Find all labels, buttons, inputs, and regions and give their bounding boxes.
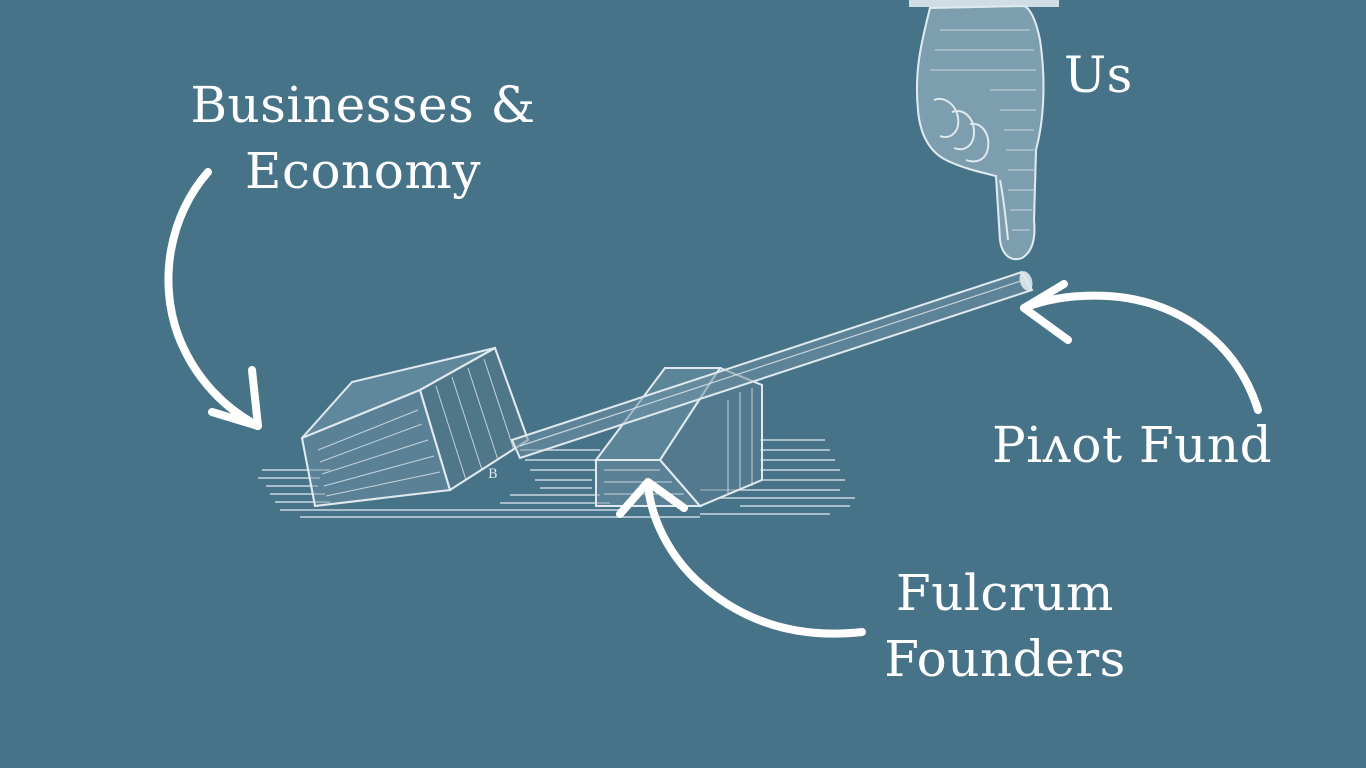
label-fulcrum-line: Fulcrum bbox=[860, 560, 1150, 626]
label-economy-line: Economy bbox=[178, 138, 548, 204]
svg-text:B: B bbox=[488, 467, 498, 482]
arrow-business bbox=[168, 172, 258, 426]
arrow-pivot bbox=[1024, 296, 1258, 410]
label-businesses-economy: Businesses & Economy bbox=[178, 72, 548, 204]
label-businesses-line: Businesses & bbox=[178, 72, 548, 138]
label-fulcrum-founders: Fulcrum Founders bbox=[860, 560, 1150, 692]
label-pivot-fund: Piʌot Fund bbox=[992, 412, 1272, 478]
stone-block: B bbox=[302, 348, 528, 506]
pointing-hand-icon bbox=[910, 0, 1058, 259]
label-us: Us bbox=[1064, 42, 1133, 108]
label-founders-line: Founders bbox=[860, 626, 1150, 692]
lever-bar bbox=[512, 270, 1035, 458]
